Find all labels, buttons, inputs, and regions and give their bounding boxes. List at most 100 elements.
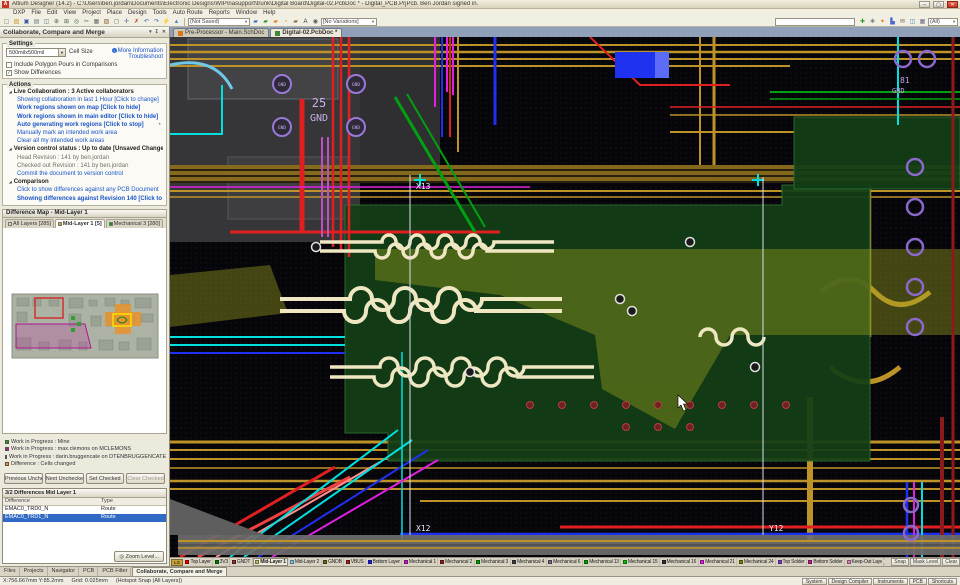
storage-state-combo[interactable]: (Not Saved)▼ [188,17,250,26]
menu-item[interactable]: Reports [208,10,230,16]
layer-tab[interactable]: GNDT [230,558,253,566]
action-row[interactable]: Live Collaboration : 3 Active collaborat… [6,88,163,96]
layer-bar-button[interactable]: Clear [942,558,960,566]
checkbox-checked-icon[interactable]: ✓ [6,70,12,76]
diffmap-tab[interactable]: All Layers [285] [5,218,54,228]
set-checked-button[interactable]: Set Checked [85,473,125,484]
menu-item[interactable]: DXP [13,10,26,16]
zoom-area-icon[interactable]: ⊞ [63,18,70,25]
status-panel-button[interactable]: PCB [908,577,927,585]
chart-icon[interactable]: ▙ [890,18,895,25]
table-header-row[interactable]: Difference Type [3,498,166,506]
layer-tab[interactable]: Keep-Out Layer [845,558,882,566]
next-unchecked-button[interactable]: Next Unchecked [44,473,84,484]
action-row[interactable]: Comparison [6,178,163,186]
menu-item[interactable]: Tools [152,10,167,16]
commit-icon[interactable]: ▰ [263,18,268,25]
menu-item[interactable]: Place [106,10,122,16]
menu-item[interactable]: Auto Route [172,10,203,16]
diffmap-tab[interactable]: Mid-Layer 1 [5] [54,218,105,228]
zoom-selected-icon[interactable]: ◎ [73,18,80,25]
zoom-level-button[interactable]: ◎ Zoom Level... [114,551,164,562]
layer-tab[interactable]: Mechanical 6 [547,558,583,566]
add-icon[interactable]: ✚ [859,18,866,25]
tab-digital-02-pcbdoc[interactable]: Digital-02.PcbDoc * [270,28,343,37]
pcb-canvas[interactable]: GND GND GND GND 25 GND 81 GND X13 [170,37,960,557]
layer-tab[interactable]: VBUS [344,558,367,566]
panel-tab[interactable]: PCB Filter [99,567,132,576]
search-input[interactable] [775,17,855,26]
board-thumbnail[interactable] [9,286,161,366]
snapshot-icon[interactable]: ◉ [312,18,319,25]
layer-tab[interactable]: Top Solder [776,558,807,566]
troubleshoot-link[interactable]: Troubleshoot [128,54,163,60]
action-row[interactable]: Commit the document to version control [17,170,124,177]
print-icon[interactable]: ▤ [33,18,40,25]
variations-combo[interactable]: [No Variations]▼ [321,17,377,26]
layer-tab[interactable]: Bottom Solder [807,558,845,566]
undo-icon[interactable]: ↶ [143,18,150,25]
action-row[interactable]: Manually mark an intended work area [17,130,118,137]
vcs-refresh-icon[interactable]: Version control status : Up to date [Uns… [6,145,163,153]
maximize-button[interactable]: ▢ [933,0,944,8]
menu-item[interactable]: File [31,10,42,16]
panel-close-icon[interactable]: ✕ [161,29,166,35]
panel-tab[interactable]: Files [1,567,20,576]
vault-icon[interactable]: ▰ [253,18,258,25]
action-row[interactable]: Checked out Revision : 141 by ben.jordan [17,162,129,169]
layer-tab[interactable]: Mechanical 13 [583,558,622,566]
status-panel-button[interactable]: System [801,577,827,585]
layer-tab[interactable]: GNDB [322,558,345,566]
include-pours-checkbox-row[interactable]: Include Polygon Pours in Comparisons [6,62,163,68]
tab-preprocessor-main-schdoc[interactable]: Pre-Processor - Main.SchDoc [173,28,270,37]
layer-bar-button[interactable]: Mask Level [909,558,942,566]
layer-tab[interactable]: Mechanical 4 [511,558,547,566]
cell-size-select[interactable]: 500milx500mil ▼ [6,48,66,57]
pin-icon[interactable]: ✦ [879,18,886,25]
redo-icon[interactable]: ↷ [153,18,160,25]
layer-tab[interactable]: Mechanical 16 [660,558,699,566]
update-icon[interactable]: ▰ [273,18,278,25]
layer-tab[interactable]: Bottom Layer [366,558,403,566]
save-icon[interactable]: ▣ [23,18,30,25]
layer-tab[interactable]: Mechanical 2 [438,558,475,566]
action-row[interactable]: Work regions shown on map [Click to hide… [17,105,141,112]
clear-filter-icon[interactable]: ✗ [133,18,140,25]
print-preview-icon[interactable]: ◫ [43,18,50,25]
panel-menu-icon[interactable]: ▾ [149,29,152,35]
scope-combo[interactable]: (All)▼ [928,17,958,26]
history-icon[interactable]: ▰ [293,18,298,25]
minimize-button[interactable]: – [919,0,930,8]
action-row[interactable]: Showing differences against Revision 140… [17,195,163,202]
checkbox-unchecked-icon[interactable] [6,62,12,68]
layer-tab[interactable]: Mechanical 1 [402,558,439,566]
action-row[interactable]: Clear all my intended work areas [17,138,105,145]
select-icon[interactable]: ◻ [114,18,119,25]
panel-pin-icon[interactable]: ↧ [154,29,159,35]
panel-tab[interactable]: Navigator [49,567,80,576]
table-row[interactable]: EMAC0_TRD0_N Route [5,506,116,512]
move-icon[interactable]: ✛ [123,18,130,25]
annotate-icon[interactable]: A [303,18,308,25]
layer-bar-button[interactable]: Snap [891,558,909,566]
menu-item[interactable]: Project [82,10,101,16]
menu-item[interactable]: Help [263,10,276,16]
previous-unchecked-button[interactable]: Previous Unchecked [4,473,43,484]
action-row[interactable]: Click to show differences against any PC… [17,187,159,194]
layer-tab[interactable]: Mid-Layer 2 [288,558,322,566]
cut-icon[interactable]: ✂ [83,18,90,25]
difference-map-area[interactable] [2,227,167,434]
menu-item[interactable]: View [63,10,77,16]
diffmap-tab[interactable]: Mechanical 3 [280] [105,218,163,228]
menu-item[interactable]: Design [127,10,147,16]
new-document-icon[interactable]: ▢ [3,18,10,25]
settings-gear-icon[interactable]: ✱ [869,18,876,25]
panel-tab[interactable]: Collaborate, Compare and Merge [132,567,227,576]
layer-tab[interactable]: 3V3 [213,558,231,566]
auto-generate-spinner-icon[interactable]: Auto generating work regions [Click to s… [17,121,161,128]
layer-tab[interactable]: Top Layer [184,558,214,566]
action-row[interactable]: Work regions shown in main editor [Click… [17,113,159,120]
layer-tab[interactable]: Mechanical 24 [737,558,776,566]
clear-checked-button[interactable]: Clear Checked [126,473,165,484]
